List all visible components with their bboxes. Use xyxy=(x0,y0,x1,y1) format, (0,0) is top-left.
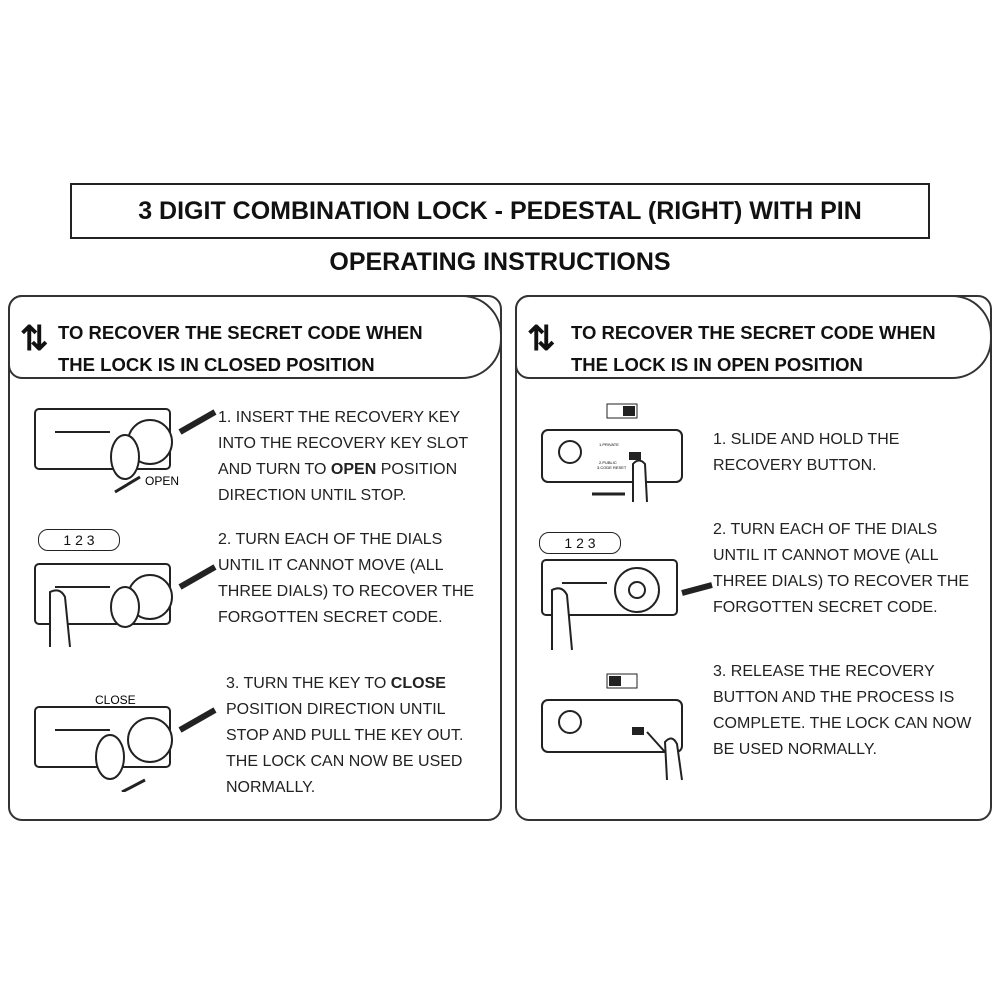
recovery-button-release-illustration xyxy=(541,673,683,781)
step-1: 1. INSERT THE RECOVERY KEY INTO THE RECO… xyxy=(218,409,468,504)
rotate-arrows-icon: ⇅ xyxy=(527,320,556,358)
closed-position-panel: ⇅ TO RECOVER THE SECRET CODE WHEN THE LO… xyxy=(8,295,502,821)
close-label: CLOSE xyxy=(95,693,136,707)
mode-label: 1.PRIVATE xyxy=(599,442,619,447)
turn-dials-illustration xyxy=(34,563,217,647)
page-subtitle: OPERATING INSTRUCTIONS xyxy=(329,248,671,276)
panel-heading: ⇅ TO RECOVER THE SECRET CODE WHEN THE LO… xyxy=(8,295,502,379)
lock-with-key-open-illustration: OPEN xyxy=(34,408,217,494)
heading-line-1: TO RECOVER THE SECRET CODE WHEN xyxy=(58,322,423,343)
panel-heading: ⇅ TO RECOVER THE SECRET CODE WHEN THE LO… xyxy=(515,295,992,379)
open-position-panel: ⇅ TO RECOVER THE SECRET CODE WHEN THE LO… xyxy=(515,295,992,821)
step-2: 2. TURN EACH OF THE DIALS UNTIL IT CANNO… xyxy=(713,521,970,616)
lock-with-key-close-illustration: CLOSE xyxy=(34,693,217,792)
mode-label: 2.PUBLIC xyxy=(599,460,617,465)
heading-line-2: THE LOCK IS IN OPEN POSITION xyxy=(571,354,863,375)
page-title: 3 DIGIT COMBINATION LOCK - PEDESTAL (RIG… xyxy=(70,183,930,239)
step-1: 1. SLIDE AND HOLD THE RECOVERY BUTTON. xyxy=(713,431,900,474)
turn-dials-illustration xyxy=(541,559,713,650)
dials-label: 1 2 3 xyxy=(38,529,120,551)
heading-line-1: TO RECOVER THE SECRET CODE WHEN xyxy=(571,322,936,343)
heading-line-2: THE LOCK IS IN CLOSED POSITION xyxy=(58,354,375,375)
open-label: OPEN xyxy=(145,474,179,488)
step-3: 3. RELEASE THE RECOVERY BUTTON AND THE P… xyxy=(713,663,972,758)
mode-label: 3.CODE RESET xyxy=(597,465,627,470)
step-2: 2. TURN EACH OF THE DIALS UNTIL IT CANNO… xyxy=(218,531,475,626)
recovery-button-slide-illustration: 1.PRIVATE 2.PUBLIC 3.CODE RESET xyxy=(541,403,683,502)
rotate-arrows-icon: ⇅ xyxy=(20,320,49,358)
step-3: 3. TURN THE KEY TO CLOSE POSITION DIRECT… xyxy=(226,675,464,796)
dials-label: 1 2 3 xyxy=(539,532,621,554)
